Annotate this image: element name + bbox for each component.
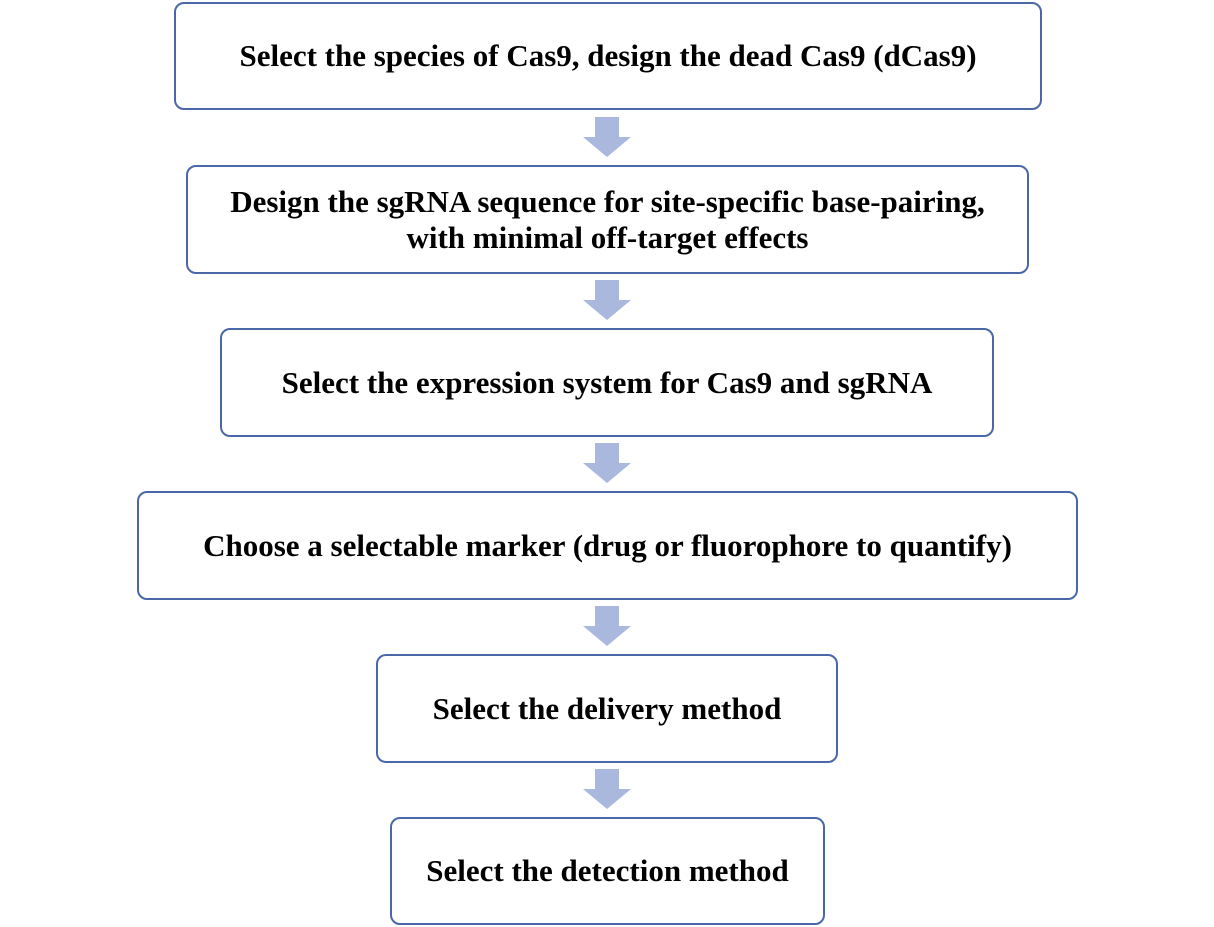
down-arrow-icon — [583, 117, 631, 157]
step-2-line-2: with minimal off-target effects — [406, 219, 809, 255]
step-6-line-1: Select the detection method — [426, 853, 789, 888]
step-5-box: Select the delivery method — [376, 654, 838, 763]
step-5-line-1: Select the delivery method — [432, 690, 782, 726]
step-3-line-1: Select the expression system for Cas9 an… — [281, 364, 933, 400]
step-3-text: Select the expression system for Cas9 an… — [282, 365, 933, 401]
down-arrow-icon — [583, 606, 631, 646]
step-4-text: Choose a selectable marker (drug or fluo… — [203, 528, 1012, 564]
step-1-box: Select the species of Cas9, design the d… — [174, 2, 1042, 110]
step-1-line-1: Select the species of Cas9, design the d… — [239, 38, 977, 73]
step-6-text: Select the detection method — [426, 853, 788, 889]
step-5-text: Select the delivery method — [433, 691, 782, 727]
step-1-text: Select the species of Cas9, design the d… — [239, 38, 976, 74]
step-3-box: Select the expression system for Cas9 an… — [220, 328, 994, 437]
step-6-box: Select the detection method — [390, 817, 825, 925]
down-arrow-icon — [583, 443, 631, 483]
step-4-box: Choose a selectable marker (drug or fluo… — [137, 491, 1078, 600]
down-arrow-icon — [583, 280, 631, 320]
step-2-text: Design the sgRNA sequence for site-speci… — [230, 184, 985, 256]
step-2-box: Design the sgRNA sequence for site-speci… — [186, 165, 1029, 274]
step-2-line-1: Design the sgRNA sequence for site-speci… — [230, 183, 985, 219]
step-4-line-1: Choose a selectable marker (drug or fluo… — [203, 527, 1012, 563]
down-arrow-icon — [583, 769, 631, 809]
